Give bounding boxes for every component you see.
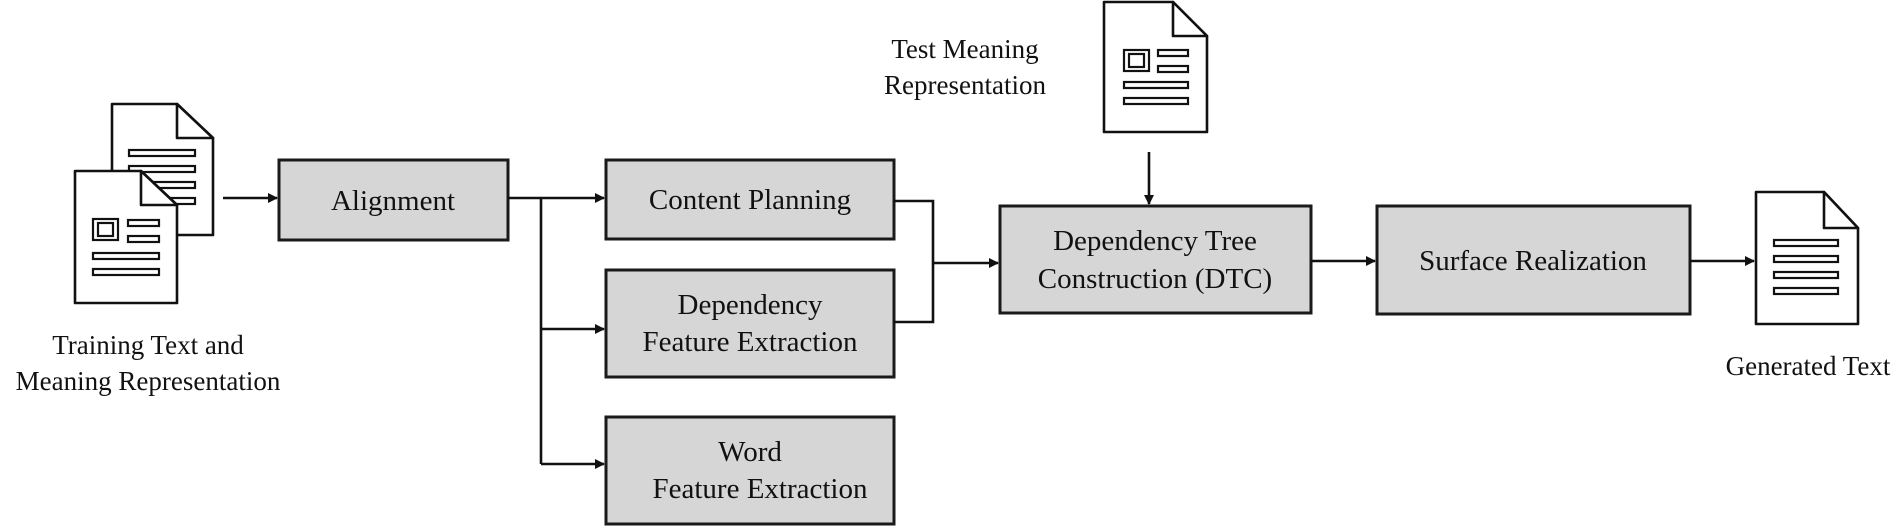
test-label-line-2: Representation <box>884 70 1046 100</box>
generated-text-label: Generated Text <box>1726 351 1891 381</box>
surface-realization-label: Surface Realization <box>1419 245 1647 277</box>
training-document-stack-icon <box>73 102 215 305</box>
alignment-label: Alignment <box>331 185 455 217</box>
word-feature-extraction-node: Word Feature Extraction <box>604 415 896 526</box>
dependency-feature-extraction-label-line-1: Dependency <box>678 289 823 321</box>
dtc-label-line-2: Construction (DTC) <box>1038 263 1272 295</box>
word-feature-extraction-label-line-1: Word <box>718 436 782 468</box>
dtc-label-line-1: Dependency Tree <box>1053 225 1257 257</box>
training-label-line-2: Meaning Representation <box>16 366 281 396</box>
dependency-feature-extraction-node: Dependency Feature Extraction <box>604 268 896 379</box>
dtc-node: Dependency Tree Construction (DTC) <box>998 204 1313 315</box>
edge-merge-bracket <box>894 199 935 324</box>
word-feature-extraction-label-line-2: Feature Extraction <box>653 473 868 505</box>
training-label-line-1: Training Text and <box>52 330 244 360</box>
content-planning-label: Content Planning <box>649 184 851 216</box>
surface-realization-node: Surface Realization <box>1375 204 1692 316</box>
generated-document-icon <box>1754 190 1860 326</box>
content-planning-node: Content Planning <box>604 158 896 241</box>
alignment-node: Alignment <box>277 158 510 242</box>
test-label-line-1: Test Meaning <box>891 34 1038 64</box>
test-document-icon <box>1102 0 1209 134</box>
dependency-feature-extraction-label-line-2: Feature Extraction <box>643 326 858 358</box>
front-document-icon <box>73 169 179 305</box>
